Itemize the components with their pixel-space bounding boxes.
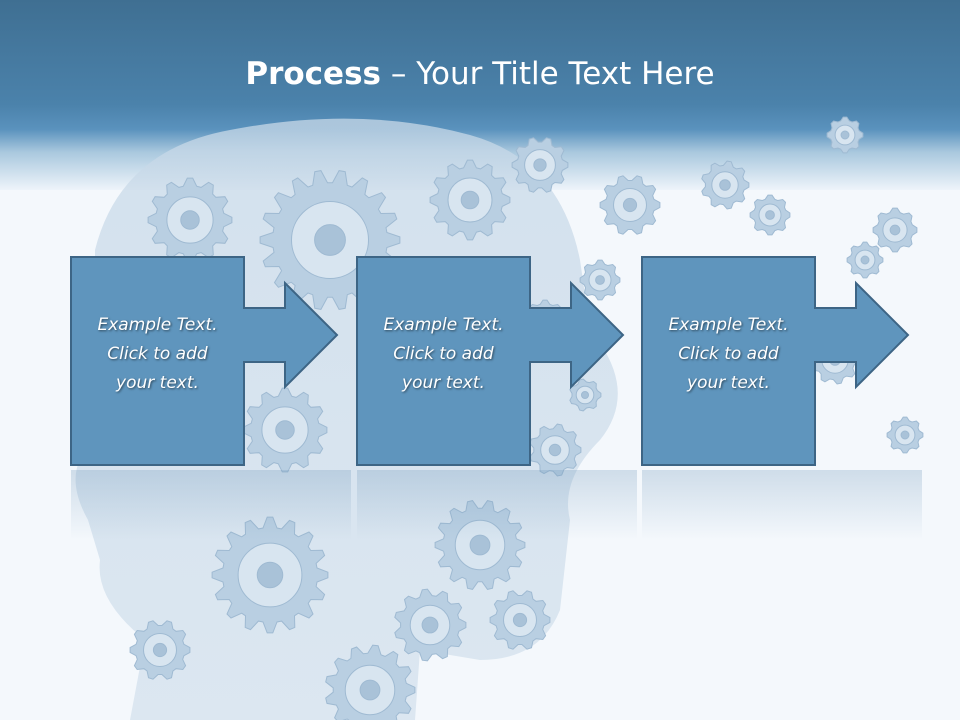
gear-icon xyxy=(701,160,750,210)
gear-icon xyxy=(325,644,416,720)
gear-icon xyxy=(749,194,791,236)
step-2-text: Example Text. Click to add your text. xyxy=(383,315,504,393)
gear-icon xyxy=(599,175,661,235)
gear-icon xyxy=(211,516,329,634)
gear-icon xyxy=(529,423,582,477)
step-1-box-arrow xyxy=(70,256,339,466)
gear-icon xyxy=(429,159,511,241)
step-1-text: Example Text. Click to add your text. xyxy=(97,315,218,393)
gear-icon xyxy=(489,590,551,650)
step-3-reflection xyxy=(642,470,922,540)
process-step-1[interactable]: Example Text. Click to add your text. xyxy=(70,256,351,467)
slide-title[interactable]: Process – Your Title Text Here xyxy=(0,52,960,96)
title-bold-text: Process xyxy=(245,56,381,92)
gear-icon xyxy=(579,259,621,301)
gear-icon xyxy=(242,387,328,473)
gear-icon xyxy=(129,620,191,680)
step-2-reflection xyxy=(357,470,637,540)
gear-icon xyxy=(147,177,233,263)
gear-icon xyxy=(434,500,526,590)
process-step-3[interactable]: Example Text. Click to add your text. xyxy=(641,256,922,467)
gear-icon xyxy=(846,241,884,279)
step-3-text: Example Text. Click to add your text. xyxy=(668,315,789,393)
gear-icon xyxy=(872,207,918,253)
gear-icon xyxy=(886,416,924,454)
gear-icon xyxy=(511,137,569,193)
step-3-box-arrow xyxy=(641,256,910,466)
step-2-box-arrow xyxy=(356,256,625,466)
step-1-reflection xyxy=(71,470,351,540)
gear-icon xyxy=(569,378,602,412)
gear-icon xyxy=(394,588,467,662)
process-step-2[interactable]: Example Text. Click to add your text. xyxy=(356,256,637,467)
gear-icon xyxy=(826,116,864,154)
title-rest-text: – Your Title Text Here xyxy=(381,56,715,92)
